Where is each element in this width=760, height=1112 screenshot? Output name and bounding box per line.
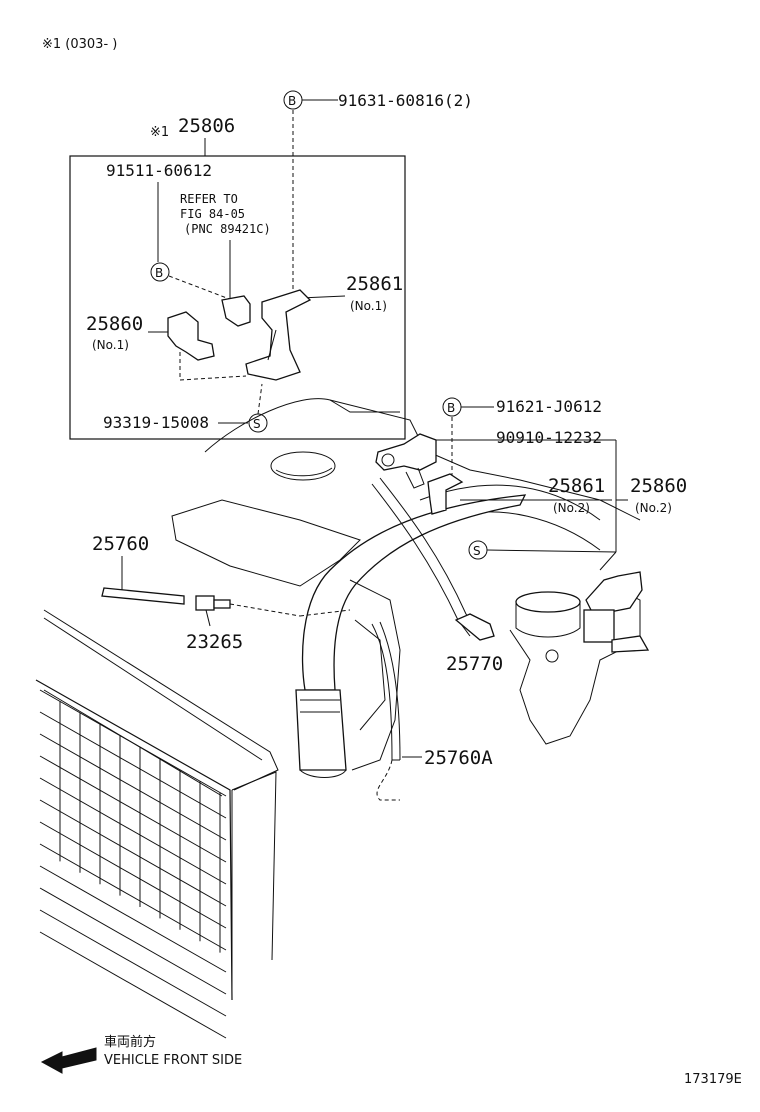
radiator-fin [39, 821, 227, 929]
label-90910-12232: 90910-12232 [496, 428, 602, 447]
svg-text:S: S [253, 417, 261, 431]
label-25806: 25806 [178, 115, 235, 137]
radiator-fin [39, 689, 227, 797]
marker-b-top: B [283, 90, 303, 110]
label-93319-15008: 93319-15008 [103, 413, 209, 432]
radiator-fin [39, 777, 227, 885]
intake-body [349, 579, 401, 771]
hose-25760 [101, 587, 185, 605]
radiator-fin [39, 733, 227, 841]
mark-25806: ※1 [150, 125, 169, 140]
svg-text:B: B [447, 401, 455, 415]
radiator-core [39, 689, 227, 1039]
radiator [35, 609, 279, 1001]
engine-outline [171, 398, 641, 587]
note-top: ※1 (0303- ) [42, 37, 117, 52]
radiator-fin [39, 843, 227, 951]
label-25760A: 25760A [424, 747, 493, 769]
marker-b-91511: B [150, 262, 170, 282]
radiator-fin [39, 711, 227, 819]
bracket-25861-no2 [427, 473, 464, 515]
sensor-90910 [375, 433, 437, 471]
dash-91511 [168, 275, 233, 301]
marker-b-91621: B [442, 397, 462, 417]
tube-25760A [379, 621, 401, 761]
label-25770: 25770 [446, 653, 503, 675]
label-91631-60816: 91631-60816(2) [338, 91, 473, 110]
svg-text:S: S [473, 544, 481, 558]
vehicle-front-arrow-icon [40, 1047, 97, 1074]
arrow-text-jp: 車両前方 [104, 1034, 156, 1050]
label-25861-no2: 25861 [548, 475, 605, 497]
refer-line-3: (PNC 89421C) [184, 222, 271, 236]
label-25860-no1: 25860 [86, 313, 143, 335]
egr-valve [509, 571, 650, 745]
label-25861-no1-sub: (No.1) [350, 299, 387, 313]
label-25860-no2-sub: (No.2) [635, 501, 672, 515]
label-25861-no1: 25861 [346, 273, 403, 295]
svg-text:B: B [288, 94, 296, 108]
hose-25770 [371, 483, 471, 637]
label-25860-no1-sub: (No.1) [92, 338, 129, 352]
radiator-fin [39, 865, 227, 973]
radiator-fin [39, 931, 227, 1039]
label-91511-60612: 91511-60612 [106, 161, 212, 180]
hose-elbow [295, 689, 347, 771]
assembly-box-25806 [69, 155, 406, 440]
fitting-23265 [195, 595, 231, 627]
bracket-25861-no1 [245, 289, 312, 381]
refer-line-1: REFER TO [180, 192, 238, 206]
radiator-fin [39, 755, 227, 863]
label-25861-no2-sub: (No.2) [553, 501, 590, 515]
radiator-fin [39, 909, 227, 1017]
connector-refer [221, 295, 251, 327]
radiator-fin [39, 887, 227, 995]
svg-text:B: B [155, 266, 163, 280]
marker-s-no2: S [468, 540, 488, 560]
label-23265: 23265 [186, 631, 243, 653]
label-91621-J0612: 91621-J0612 [496, 397, 602, 416]
refer-line-2: FIG 84-05 [180, 207, 245, 221]
figure-code: 173179E [684, 1072, 742, 1087]
arrow-text-en: VEHICLE FRONT SIDE [104, 1053, 242, 1068]
label-25760: 25760 [92, 533, 149, 555]
radiator-fin [39, 799, 227, 907]
label-25860-no2: 25860 [630, 475, 687, 497]
vsv-25860-no1 [167, 311, 215, 361]
